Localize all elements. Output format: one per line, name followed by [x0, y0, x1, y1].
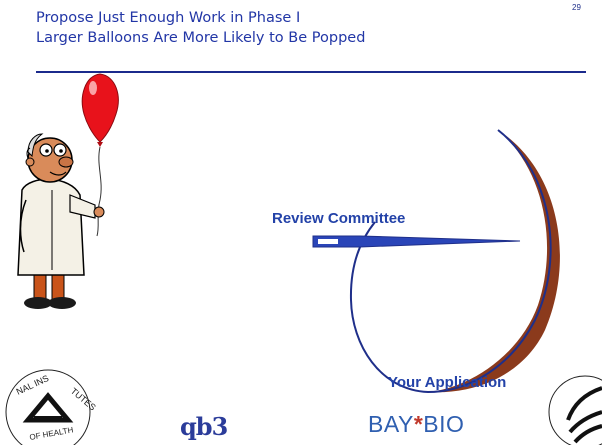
- scientist-illustration: [17, 133, 105, 309]
- balloon-shadow: [428, 130, 560, 393]
- svg-text:OF HEALTH: OF HEALTH: [29, 425, 74, 442]
- baybio-logo-part1: BAY: [368, 411, 414, 437]
- title-divider: [36, 71, 586, 73]
- slide-number: 29: [572, 3, 581, 12]
- title-line-1: Propose Just Enough Work in Phase I: [36, 10, 301, 26]
- hhs-seal-logo: [548, 375, 602, 445]
- red-balloon-icon: [81, 73, 119, 237]
- slide-title: Propose Just Enough Work in Phase I Larg…: [36, 8, 576, 48]
- svg-text:NAL INS: NAL INS: [15, 373, 51, 397]
- title-line-2: Larger Balloons Are More Likely to Be Po…: [36, 30, 366, 46]
- pin-highlight: [318, 239, 338, 244]
- baybio-logo-part2: BIO: [423, 411, 465, 437]
- big-balloon: [349, 129, 552, 394]
- baybio-logo-star: *: [413, 411, 424, 437]
- pin: [312, 235, 521, 248]
- review-committee-label: Review Committee: [272, 210, 406, 227]
- baybio-logo: BAY*BIO: [368, 411, 464, 438]
- qb3-logo: qb3: [180, 412, 228, 441]
- nih-seal-logo: NAL INS TUTES OF HEALTH: [5, 369, 98, 445]
- your-application-label: Your Application: [388, 374, 507, 391]
